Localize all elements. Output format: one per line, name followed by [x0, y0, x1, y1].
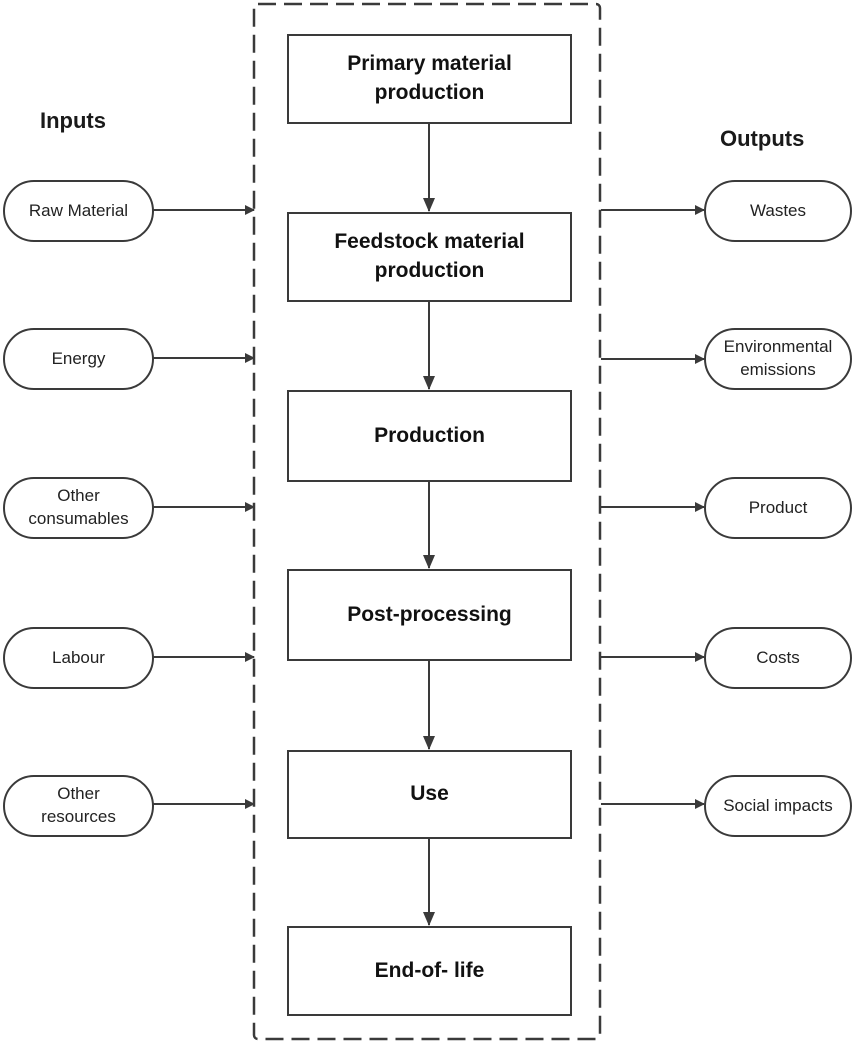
outputs-heading: Outputs [720, 126, 805, 151]
stage-end-of-life: End-of- life [287, 926, 572, 1016]
input-energy: Energy [3, 328, 154, 390]
stage-primary-material-production: Primary material production [287, 34, 572, 124]
output-environmental-emissions: Environmental emissions [704, 328, 852, 390]
stage-production: Production [287, 390, 572, 482]
output-costs: Costs [704, 627, 852, 689]
inputs-heading: Inputs [40, 108, 106, 133]
input-labour: Labour [3, 627, 154, 689]
output-wastes: Wastes [704, 180, 852, 242]
system-boundary [252, 2, 602, 1041]
stage-feedstock-material-production: Feedstock material production [287, 212, 572, 302]
stage-use: Use [287, 750, 572, 839]
input-raw-material: Raw Material [3, 180, 154, 242]
output-social-impacts: Social impacts [704, 775, 852, 837]
input-other-consumables: Other consumables [3, 477, 154, 539]
output-product: Product [704, 477, 852, 539]
stage-post-processing: Post-processing [287, 569, 572, 661]
input-other-resources: Other resources [3, 775, 154, 837]
